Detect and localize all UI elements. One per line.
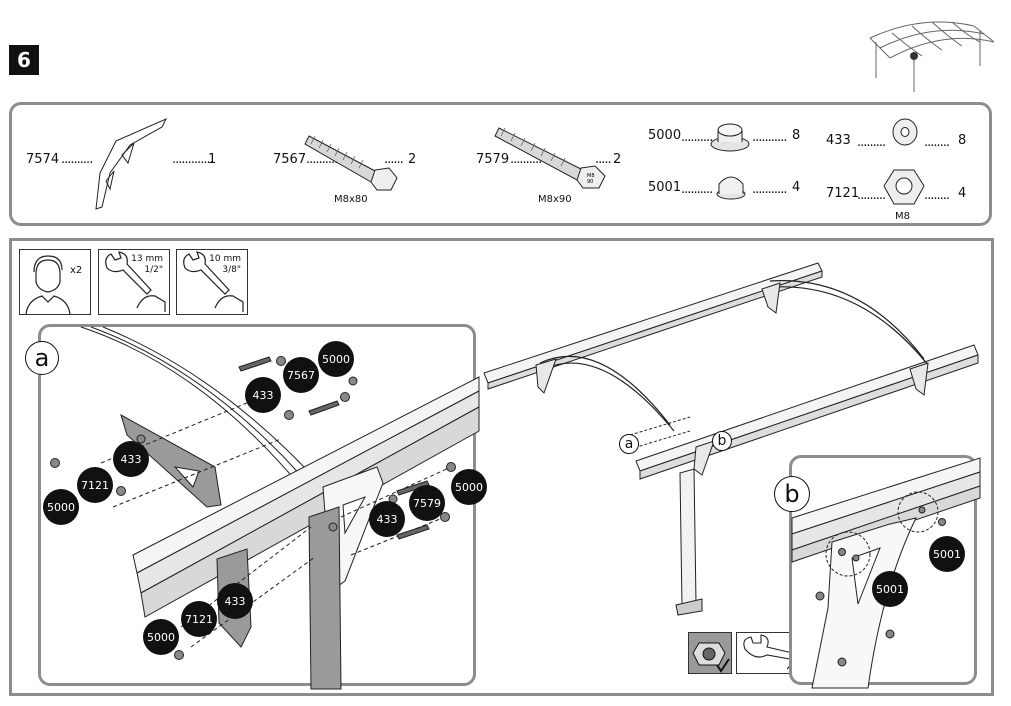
part-qty-5001: 4 xyxy=(792,180,801,195)
part-qty-7121: 4 xyxy=(958,186,967,201)
part-qty-7567: 2 xyxy=(408,152,417,167)
bracket-7574-drawing xyxy=(95,117,168,210)
wrench-10-metric: 10 mm xyxy=(209,254,241,264)
tighten-nut-check-icon xyxy=(688,632,732,674)
people-count: x2 xyxy=(70,265,83,276)
detail-a-drawing xyxy=(50,326,480,690)
part-code-7574: 7574 xyxy=(26,152,60,167)
callout-a-small: a xyxy=(619,434,639,454)
step-number-badge: 6 xyxy=(9,45,39,75)
leader-dots: ............. xyxy=(172,152,214,167)
leader-dots: .......... xyxy=(681,130,713,145)
two-people-required-icon: x2 xyxy=(19,249,91,315)
leader-dots: ........ xyxy=(924,188,950,203)
label-5001: 5001 xyxy=(872,571,908,607)
part-code-433: 433 xyxy=(826,133,851,148)
wrench-10-imperial: 3/8" xyxy=(222,265,241,275)
label-5000: 5000 xyxy=(143,619,179,655)
bolt-size-m8x80: M8x80 xyxy=(334,194,368,205)
part-code-7121: 7121 xyxy=(826,186,860,201)
carport-overview-icon xyxy=(869,21,995,92)
label-5000: 5000 xyxy=(318,341,354,377)
leader-dots: ........ xyxy=(924,135,950,150)
label-433: 433 xyxy=(113,441,149,477)
leader-dots: ......... xyxy=(857,188,886,203)
detail-b-drawing xyxy=(791,457,981,689)
wrench-10mm-icon: 10 mm 3/8" xyxy=(176,249,248,315)
label-7579: 7579 xyxy=(409,485,445,521)
label-5001: 5001 xyxy=(929,536,965,572)
label-7567: 7567 xyxy=(283,357,319,393)
wrench-13-imperial: 1/2" xyxy=(144,265,163,275)
callout-b-small: b xyxy=(712,431,732,451)
bolt-m8x90-drawing: M8 90 xyxy=(494,127,606,189)
label-5000: 5000 xyxy=(451,469,487,505)
leader-dots: .......... xyxy=(681,182,713,197)
callout-b: b xyxy=(774,476,810,512)
leader-dots: ........... xyxy=(752,130,787,145)
wrench-13-metric: 13 mm xyxy=(131,254,163,264)
part-code-5001: 5001 xyxy=(648,180,682,195)
cap-5000-drawing xyxy=(710,123,750,152)
bolt-m8x80-drawing xyxy=(304,135,398,191)
leader-dots: ......... xyxy=(857,135,886,150)
detail-b-panel: b 5001 5001 xyxy=(774,455,981,689)
bolt-size-m8x90: M8x90 xyxy=(538,194,572,205)
cap-5001-drawing xyxy=(716,176,746,200)
label-433: 433 xyxy=(245,377,281,413)
bolt-head-mark-bottom: 90 xyxy=(587,179,593,185)
label-433: 433 xyxy=(217,583,253,619)
part-code-5000: 5000 xyxy=(648,128,682,143)
nut-7121-drawing xyxy=(883,169,925,205)
callout-a: a xyxy=(25,341,59,375)
bolt-head-mark-top: M8 xyxy=(587,173,595,179)
leader-dots: .......... xyxy=(61,152,93,167)
part-qty-433: 8 xyxy=(958,133,967,148)
leader-dots: ..... xyxy=(595,152,612,167)
assembly-panel xyxy=(9,238,994,696)
label-7121: 7121 xyxy=(181,601,217,637)
leader-dots: ...... xyxy=(384,152,404,167)
part-qty-7579: 2 xyxy=(613,152,622,167)
nut-size-m8: M8 xyxy=(895,211,910,222)
parts-list-panel xyxy=(9,102,992,226)
leader-dots: ........... xyxy=(752,182,787,197)
part-qty-5000: 8 xyxy=(792,128,801,143)
part-qty-7574: 1 xyxy=(208,152,217,167)
part-code-7567: 7567 xyxy=(273,152,307,167)
part-code-7579: 7579 xyxy=(476,152,510,167)
washer-433-drawing xyxy=(892,118,918,146)
label-7121: 7121 xyxy=(77,467,113,503)
wrench-13mm-icon: 13 mm 1/2" xyxy=(98,249,170,315)
label-433: 433 xyxy=(369,501,405,537)
label-5000: 5000 xyxy=(43,489,79,525)
detail-a-panel: a 5000 7567 433 433 7121 5000 5000 7579 … xyxy=(25,324,487,690)
